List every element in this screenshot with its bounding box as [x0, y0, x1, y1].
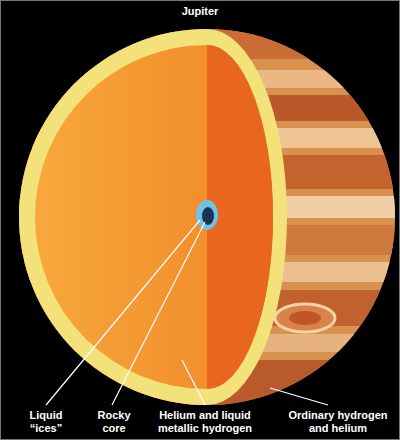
rocky-core: [202, 207, 214, 225]
part-label: Ordinary hydrogen and helium: [284, 409, 392, 434]
leader-lines: [46, 220, 328, 405]
part-label: Rocky core: [88, 409, 140, 434]
part-label: Helium and liquid metallic hydrogen: [146, 409, 264, 434]
ice-layer: [196, 200, 218, 230]
title: Jupiter: [0, 5, 400, 18]
part-label: Liquid “ices”: [15, 409, 77, 434]
metallic-hydrogen-layer: [35, 45, 273, 389]
outer-layer: [19, 29, 287, 405]
